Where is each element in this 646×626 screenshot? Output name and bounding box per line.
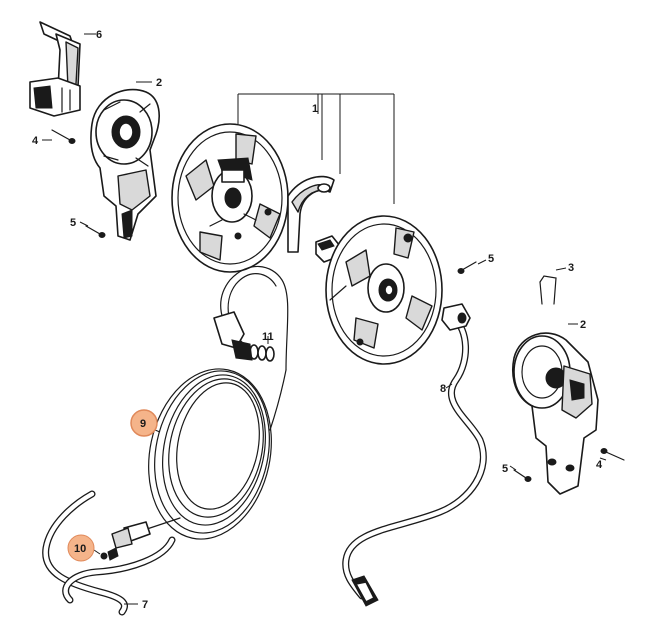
highlight-circle-9 xyxy=(130,409,158,437)
callout-7[interactable]: 7 xyxy=(142,599,148,611)
callout-labels[interactable]: 6 2 4 5 1 5 3 2 11 8 9 4 5 10 7 xyxy=(32,29,603,611)
reel-drum-right xyxy=(325,215,443,365)
callout-11[interactable]: 11 xyxy=(262,331,274,343)
callout-6[interactable]: 6 xyxy=(96,29,102,41)
reel-drum-left xyxy=(171,123,289,273)
callout-2-right[interactable]: 2 xyxy=(580,319,586,331)
callout-4-left[interactable]: 4 xyxy=(32,135,39,147)
hose-guide xyxy=(42,490,176,616)
hose-coil xyxy=(111,265,289,549)
screw-left-upper xyxy=(51,129,76,144)
callout-2-left[interactable]: 2 xyxy=(156,77,162,89)
callout-9[interactable]: 9 xyxy=(140,418,146,430)
u-pin xyxy=(539,275,557,305)
crank-handle xyxy=(29,21,81,117)
highlight-markers xyxy=(67,409,158,562)
connection-hose xyxy=(342,303,487,607)
highlight-circle-10 xyxy=(67,534,95,562)
callout-4-right[interactable]: 4 xyxy=(596,459,603,471)
brake-shoe xyxy=(287,175,335,253)
callout-8[interactable]: 8 xyxy=(440,383,446,395)
callout-5-right[interactable]: 5 xyxy=(502,463,508,475)
callout-3[interactable]: 3 xyxy=(568,262,574,274)
left-bracket xyxy=(90,88,160,241)
callout-5-mid[interactable]: 5 xyxy=(488,253,494,265)
right-bracket xyxy=(512,332,599,495)
screw-right-upper xyxy=(600,448,625,461)
callout-1[interactable]: 1 xyxy=(312,103,318,115)
callout-5-left[interactable]: 5 xyxy=(70,217,76,229)
screw-mid xyxy=(457,261,477,274)
nozzle-tip xyxy=(100,547,119,561)
screw-left-lower xyxy=(85,225,106,238)
screw-right-lower xyxy=(513,469,532,482)
callout-10[interactable]: 10 xyxy=(74,543,86,555)
o-rings xyxy=(249,344,275,362)
